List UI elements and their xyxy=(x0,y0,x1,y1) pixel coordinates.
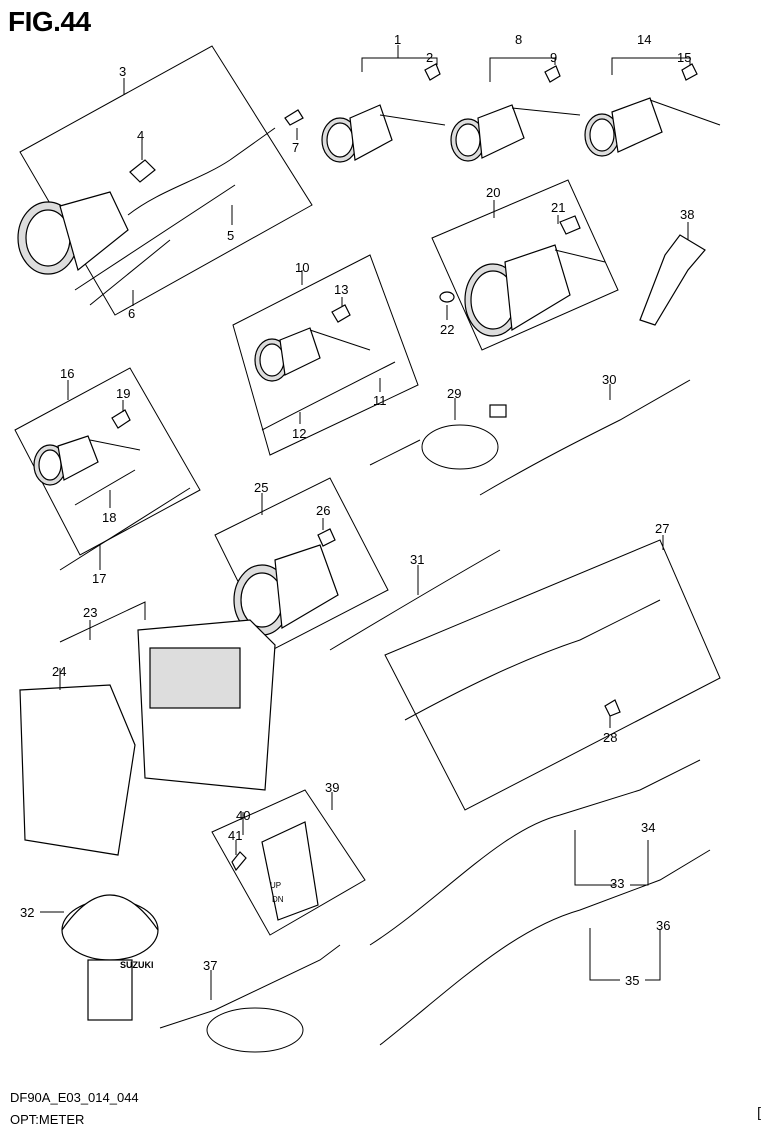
gauge-14 xyxy=(584,97,721,157)
callout-8: 8 xyxy=(515,32,522,47)
trim-sender-38 xyxy=(639,234,706,326)
gauge-25 xyxy=(233,544,339,636)
callout-25: 25 xyxy=(254,480,268,495)
callout-35: 35 xyxy=(625,973,639,988)
callout-40: 40 xyxy=(236,808,250,823)
callout-30: 30 xyxy=(602,372,616,387)
callout-22: 22 xyxy=(440,322,454,337)
bulb-9 xyxy=(544,65,561,83)
group-box-27 xyxy=(384,539,721,811)
group-box-23 xyxy=(59,601,146,643)
callout-20: 20 xyxy=(486,185,500,200)
switch-label-dn: DN xyxy=(272,895,284,904)
callout-26: 26 xyxy=(316,503,330,518)
footer-name: OPT:METER xyxy=(10,1112,85,1127)
antenna-brand: SUZUKI xyxy=(120,960,154,970)
callout-labels: 1 2 3 4 5 6 7 8 9 10 11 12 13 14 15 16 1… xyxy=(20,32,694,988)
switch-40: UP DN xyxy=(261,821,319,921)
group-box-20 xyxy=(431,179,619,351)
bulb-21 xyxy=(559,215,581,235)
callout-36: 36 xyxy=(656,918,670,933)
callout-17: 17 xyxy=(92,571,106,586)
gauge-3 xyxy=(17,127,276,275)
cable-35 xyxy=(379,849,711,1046)
callout-19: 19 xyxy=(116,386,130,401)
cable-tie-18 xyxy=(74,469,136,506)
callout-23: 23 xyxy=(83,605,97,620)
bulb-7 xyxy=(284,109,304,126)
callout-5: 5 xyxy=(227,228,234,243)
harness-31 xyxy=(329,549,501,651)
callout-10: 10 xyxy=(295,260,309,275)
callout-39: 39 xyxy=(325,780,339,795)
switch-label-up: UP xyxy=(270,881,281,890)
gauge-10 xyxy=(254,327,371,382)
callout-29: 29 xyxy=(447,386,461,401)
antenna-32: SUZUKI xyxy=(61,894,159,1021)
group-box-16 xyxy=(14,367,201,556)
callout-34: 34 xyxy=(641,820,655,835)
callout-1: 1 xyxy=(394,32,401,47)
cable-tie-6 xyxy=(89,239,171,306)
footer-code: DF90A_E03_014_044 xyxy=(10,1090,139,1105)
gauge-1 xyxy=(321,104,446,163)
bulb-4 xyxy=(129,159,156,183)
screw-41 xyxy=(231,851,247,872)
harness-27 xyxy=(404,599,661,721)
group-box-39 xyxy=(211,789,366,936)
figure-title: FIG.44 xyxy=(8,6,91,37)
callout-21: 21 xyxy=(551,200,565,215)
callout-11: 11 xyxy=(373,393,387,408)
callout-12: 12 xyxy=(292,426,306,441)
screw-28 xyxy=(604,699,621,717)
callout-4: 4 xyxy=(137,128,144,143)
group-box-3 xyxy=(19,45,313,316)
gauge-20 xyxy=(464,244,606,337)
callout-32: 32 xyxy=(20,905,34,920)
harness-12 xyxy=(261,361,396,431)
callout-18: 18 xyxy=(102,510,116,525)
cable-37 xyxy=(159,944,341,1053)
callout-15: 15 xyxy=(677,50,691,65)
callout-2: 2 xyxy=(426,50,433,65)
cable-33 xyxy=(369,759,701,946)
callout-9: 9 xyxy=(550,50,557,65)
callout-16: 16 xyxy=(60,366,74,381)
callout-41: 41 xyxy=(228,828,242,843)
leader-lines xyxy=(40,45,691,1000)
group-box-10 xyxy=(232,254,419,456)
callout-28: 28 xyxy=(603,730,617,745)
callout-24: 24 xyxy=(52,664,66,679)
callout-13: 13 xyxy=(334,282,348,297)
callout-33: 33 xyxy=(610,876,624,891)
corner-mark: [ xyxy=(757,1104,761,1120)
callout-6: 6 xyxy=(128,306,135,321)
bulb-26 xyxy=(317,528,336,547)
cover-24 xyxy=(19,684,136,856)
callout-37: 37 xyxy=(203,958,217,973)
rod-5 xyxy=(74,184,236,291)
rod-17 xyxy=(59,487,191,571)
gauge-16 xyxy=(33,435,141,486)
bulb-13 xyxy=(331,304,351,323)
bulb-19 xyxy=(111,409,131,429)
display-23 xyxy=(137,619,276,791)
sensor-cable-29 xyxy=(369,404,507,470)
harness-30 xyxy=(479,379,691,496)
callout-3: 3 xyxy=(119,64,126,79)
callout-31: 31 xyxy=(410,552,424,567)
callout-7: 7 xyxy=(292,140,299,155)
callout-27: 27 xyxy=(655,521,669,536)
bulb-22 xyxy=(439,291,455,303)
gauge-8 xyxy=(450,104,581,162)
bulb-2 xyxy=(424,63,441,81)
bulb-15 xyxy=(681,63,698,81)
callout-14: 14 xyxy=(637,32,651,47)
callout-38: 38 xyxy=(680,207,694,222)
